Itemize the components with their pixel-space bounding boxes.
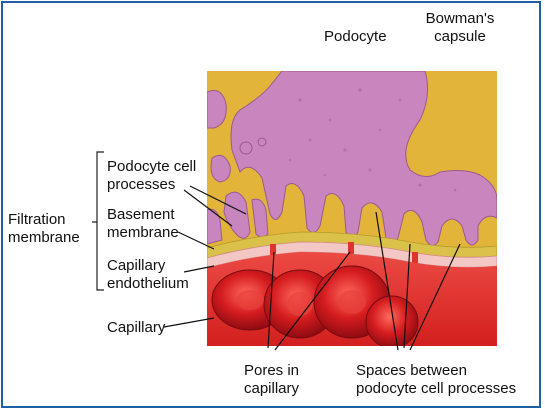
label-filtration-membrane-line1: Filtration <box>8 211 80 229</box>
label-basement-membrane: Basement membrane <box>107 206 179 242</box>
filtration-membrane-bracket <box>92 152 104 290</box>
label-pores-in-capillary: Pores in capillary <box>244 362 299 398</box>
label-pores-in-capillary-line1: Pores in <box>244 362 299 380</box>
label-pores-in-capillary-line2: capillary <box>244 380 299 398</box>
label-bowmans-capsule-line2: capsule <box>424 28 496 46</box>
leader-capillary <box>164 318 214 327</box>
label-spaces-between-processes-line1: Spaces between <box>356 362 516 380</box>
label-basement-membrane-line1: Basement <box>107 206 179 224</box>
label-podocyte-cell-processes-line2: processes <box>107 176 196 194</box>
label-spaces-between-processes: Spaces between podocyte cell processes <box>356 362 516 398</box>
capillary-pore <box>412 252 418 264</box>
label-capillary-endothelium-line2: endothelium <box>107 275 189 293</box>
red-blood-cell <box>366 296 418 348</box>
label-spaces-between-processes-line2: podocyte cell processes <box>356 380 516 398</box>
label-bowmans-capsule-line1: Bowman's <box>424 10 496 28</box>
capillary-pore <box>270 244 276 256</box>
podocyte-fragment <box>258 138 266 146</box>
podocyte-fragment <box>240 142 252 154</box>
label-podocyte: Podocyte <box>324 28 387 46</box>
label-filtration-membrane-line2: membrane <box>8 229 80 247</box>
label-capillary: Capillary <box>107 319 165 337</box>
label-filtration-membrane: Filtration membrane <box>8 211 80 247</box>
label-capillary-endothelium: Capillary endothelium <box>107 257 189 293</box>
capillary-pore <box>348 242 354 254</box>
label-basement-membrane-line2: membrane <box>107 224 179 242</box>
label-capillary-endothelium-line1: Capillary <box>107 257 189 275</box>
label-podocyte-cell-processes-line1: Podocyte cell <box>107 158 196 176</box>
label-podocyte-cell-processes: Podocyte cell processes <box>107 158 196 194</box>
label-bowmans-capsule: Bowman's capsule <box>424 10 496 46</box>
